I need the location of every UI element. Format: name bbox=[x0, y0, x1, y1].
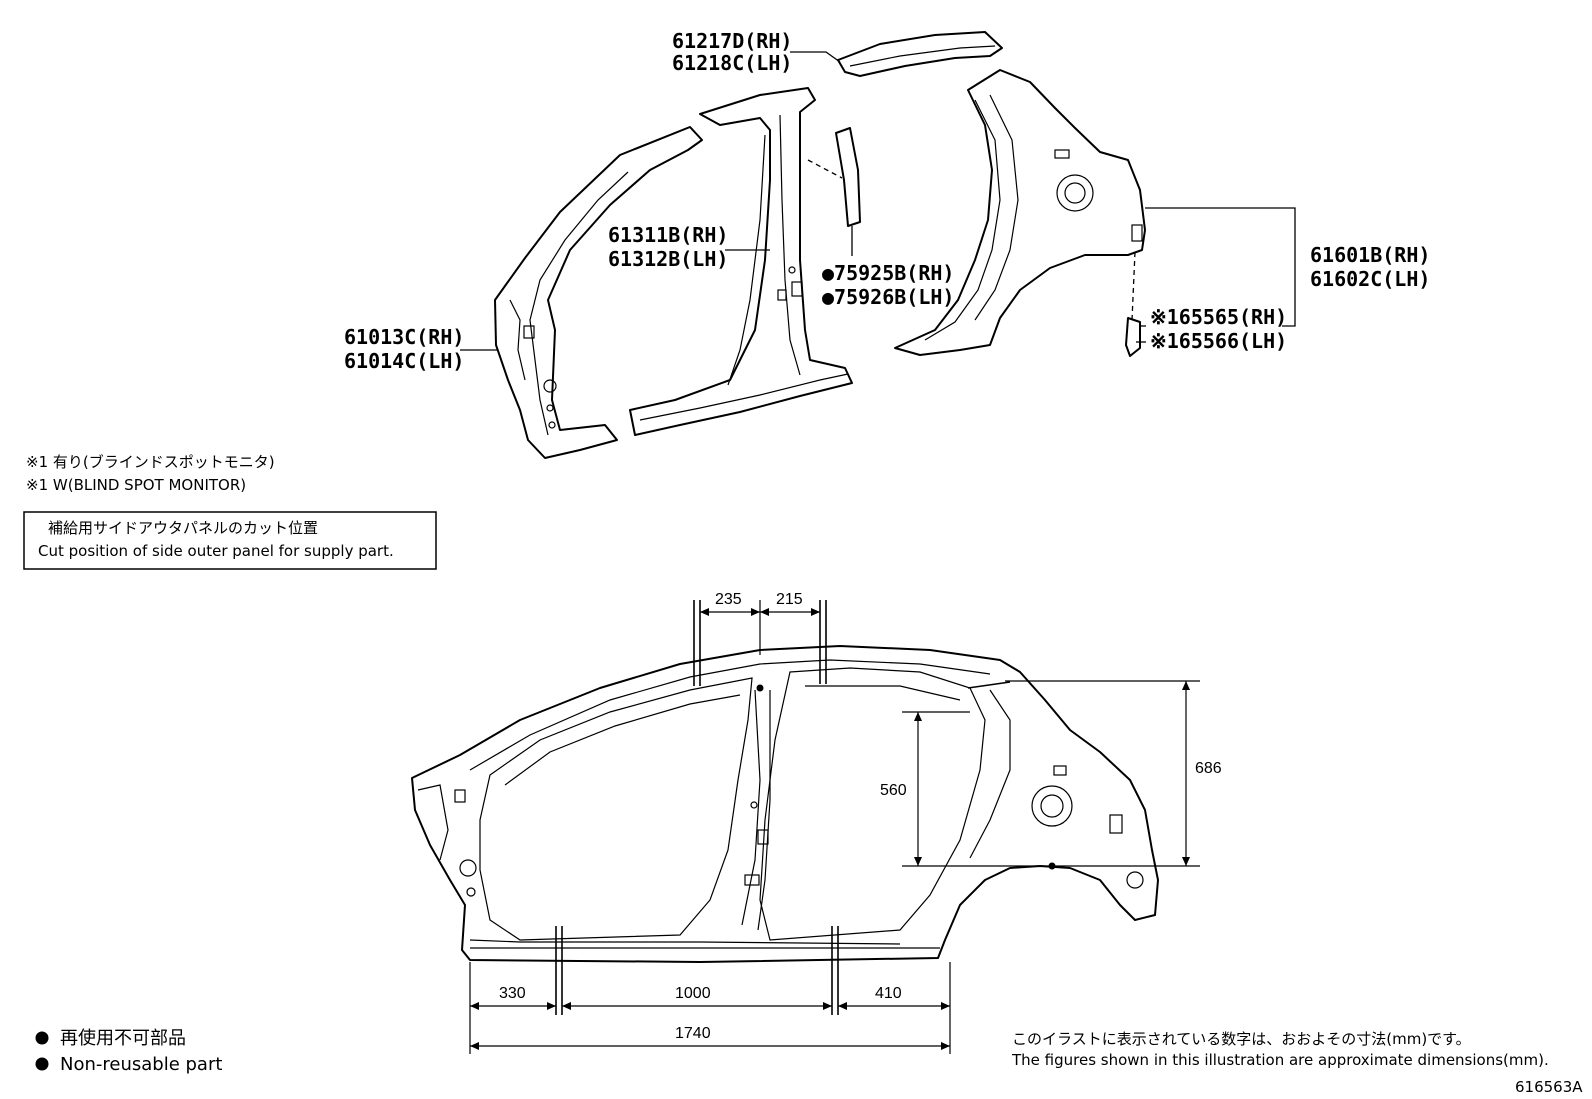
svg-text:●75926B(LH): ●75926B(LH) bbox=[822, 285, 954, 309]
svg-text:61311B(RH): 61311B(RH) bbox=[608, 223, 728, 247]
svg-text:1000: 1000 bbox=[675, 985, 711, 1002]
blind-spot-notes: ※1 有り(ブラインドスポットモニタ) ※1 W(BLIND SPOT MONI… bbox=[26, 453, 275, 494]
legend: 再使用不可部品 Non-reusable part bbox=[35, 1028, 222, 1075]
svg-text:※165566(LH): ※165566(LH) bbox=[1150, 329, 1287, 353]
cut-lines bbox=[555, 600, 1011, 1015]
svg-text:410: 410 bbox=[875, 985, 902, 1002]
svg-text:※165565(RH): ※165565(RH) bbox=[1150, 305, 1287, 329]
svg-text:1740: 1740 bbox=[675, 1025, 711, 1042]
figure-id: 616563A bbox=[1515, 1078, 1583, 1096]
svg-text:61602C(LH): 61602C(LH) bbox=[1310, 267, 1430, 291]
roof-rail-part bbox=[837, 31, 1003, 77]
svg-text:※1 有り(ブラインドスポットモニタ): ※1 有り(ブラインドスポットモニタ) bbox=[26, 453, 275, 471]
dimension-footnote: このイラストに表示されている数字は、おおよその寸法(mm)です。 The fig… bbox=[1011, 1030, 1549, 1069]
label-roof-rail: 61217D(RH) 61218C(LH) bbox=[672, 29, 792, 75]
svg-text:補給用サイドアウタパネルのカット位置: 補給用サイドアウタパネルのカット位置 bbox=[48, 519, 318, 537]
svg-text:215: 215 bbox=[776, 591, 803, 608]
dimension-values: 235 215 560 686 330 1000 410 1740 bbox=[499, 591, 1222, 1042]
svg-text:560: 560 bbox=[880, 782, 907, 799]
dimension-lines bbox=[469, 600, 1200, 1054]
svg-text:330: 330 bbox=[499, 985, 526, 1002]
svg-text:Non-reusable part: Non-reusable part bbox=[60, 1054, 222, 1075]
label-pillar-garnish: ●75925B(RH) ●75926B(LH) bbox=[822, 261, 954, 309]
side-outer-panel bbox=[411, 645, 1159, 963]
svg-text:The figures shown in this illu: The figures shown in this illustration a… bbox=[1011, 1051, 1549, 1069]
pillar-garnish-part bbox=[835, 127, 861, 227]
svg-text:●75925B(RH): ●75925B(RH) bbox=[822, 261, 954, 285]
svg-text:61218C(LH): 61218C(LH) bbox=[672, 51, 792, 75]
non-reusable-bullet-icon bbox=[35, 1031, 49, 1045]
svg-text:61312B(LH): 61312B(LH) bbox=[608, 247, 728, 271]
svg-text:再使用不可部品: 再使用不可部品 bbox=[60, 1028, 186, 1049]
svg-text:61217D(RH): 61217D(RH) bbox=[672, 29, 792, 53]
label-front-pillar: 61013C(RH) 61014C(LH) bbox=[344, 325, 464, 373]
svg-text:61014C(LH): 61014C(LH) bbox=[344, 349, 464, 373]
non-reusable-bullet-icon bbox=[35, 1057, 49, 1071]
front-pillar-part bbox=[494, 126, 703, 459]
svg-text:686: 686 bbox=[1195, 760, 1222, 777]
svg-text:235: 235 bbox=[715, 591, 742, 608]
svg-text:※1 W(BLIND SPOT MONITOR): ※1 W(BLIND SPOT MONITOR) bbox=[26, 476, 246, 494]
quarter-panel-part bbox=[894, 69, 1146, 356]
bracket-part bbox=[1125, 317, 1141, 357]
svg-text:61013C(RH): 61013C(RH) bbox=[344, 325, 464, 349]
svg-text:61601B(RH): 61601B(RH) bbox=[1310, 243, 1430, 267]
svg-text:このイラストに表示されている数字は、おおよその寸法(mm)で: このイラストに表示されている数字は、おおよその寸法(mm)です。 bbox=[1012, 1030, 1471, 1048]
label-bracket: ※165565(RH) ※165566(LH) bbox=[1150, 305, 1287, 353]
center-pillar-part bbox=[629, 87, 853, 436]
cut-position-box: 補給用サイドアウタパネルのカット位置 Cut position of side … bbox=[23, 511, 437, 570]
label-center-pillar: 61311B(RH) 61312B(LH) bbox=[608, 223, 728, 271]
label-quarter-panel: 61601B(RH) 61602C(LH) bbox=[1310, 243, 1430, 291]
svg-text:Cut position of side outer pan: Cut position of side outer panel for sup… bbox=[38, 542, 394, 560]
leader-lines bbox=[460, 51, 1296, 351]
